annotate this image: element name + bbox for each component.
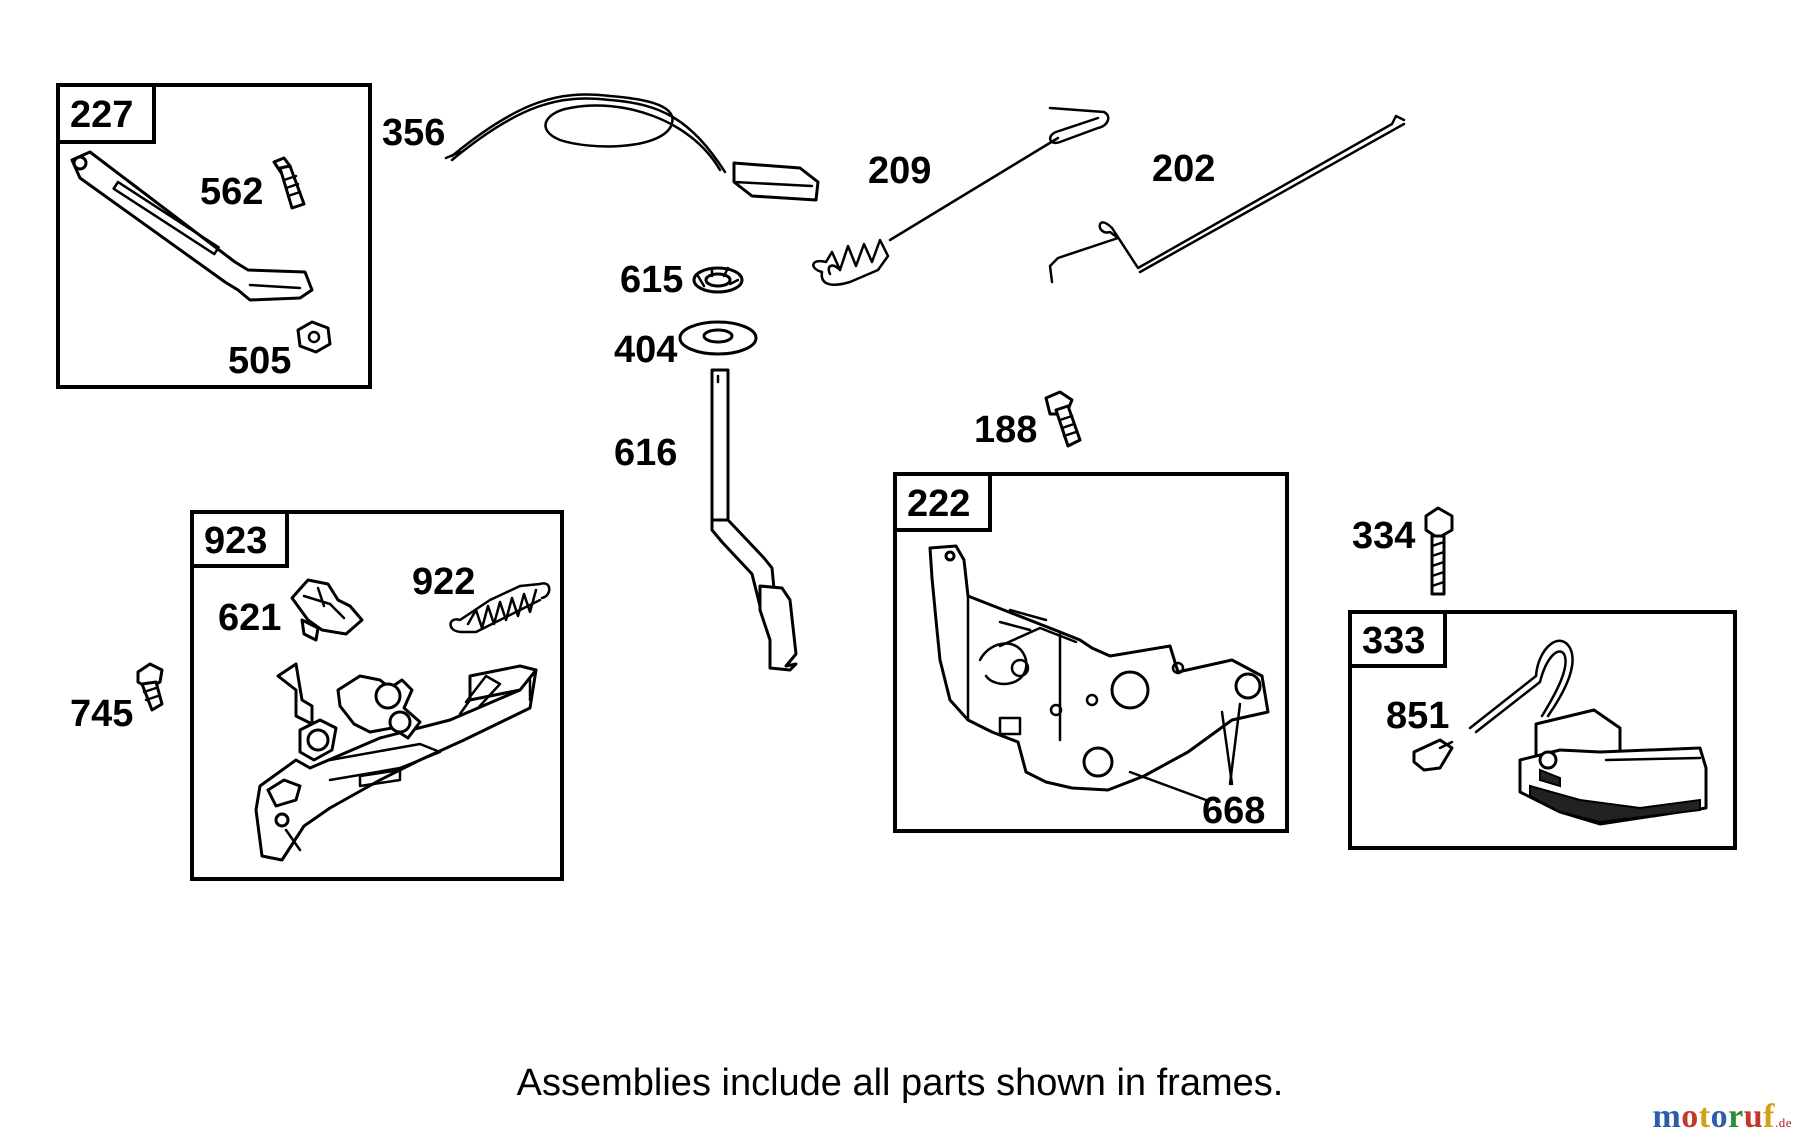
label-209: 209	[868, 150, 931, 192]
screw-562-part	[272, 156, 306, 210]
label-505: 505	[228, 340, 291, 382]
watermark-letter: r	[1728, 1098, 1744, 1135]
watermark-suffix: .de	[1774, 1115, 1792, 1130]
watermark-letter: m	[1652, 1098, 1682, 1135]
assemblies-note: Assemblies include all parts shown in fr…	[516, 1062, 1284, 1104]
label-668: 668	[1202, 790, 1265, 832]
label-334: 334	[1352, 515, 1415, 557]
bolt-334-part	[1424, 506, 1454, 596]
label-615: 615	[620, 259, 683, 301]
watermark-letter: t	[1698, 1098, 1711, 1135]
rod-202-part	[1048, 114, 1406, 284]
washer-404-part	[678, 320, 758, 356]
watermark-letter: u	[1743, 1098, 1764, 1135]
ignition-coil-part	[1468, 639, 1708, 826]
label-188: 188	[974, 409, 1037, 451]
clip-621-part	[290, 578, 364, 642]
label-621: 621	[218, 597, 281, 639]
label-851: 851	[1386, 695, 1449, 737]
screw-745-part	[136, 662, 164, 712]
clip-615-part	[692, 266, 744, 294]
shaft-616-part	[710, 368, 798, 672]
frame-222: 222 668	[893, 472, 1289, 833]
label-922: 922	[412, 561, 475, 603]
label-356: 356	[382, 112, 445, 154]
label-222: 222	[907, 483, 970, 525]
label-404: 404	[614, 329, 677, 371]
label-923: 923	[204, 520, 267, 562]
label-616: 616	[614, 432, 677, 474]
frame-333: 333 851	[1348, 610, 1737, 850]
label-562: 562	[200, 171, 263, 213]
spring-209-part	[812, 106, 1110, 286]
screw-188-part	[1044, 390, 1082, 448]
watermark-logo: motoruf.de	[1652, 1098, 1792, 1136]
wire-356-part	[444, 93, 820, 202]
label-333: 333	[1362, 620, 1425, 662]
governor-lever-part	[70, 150, 314, 302]
clip-851-part	[1412, 738, 1454, 772]
frame-227: 227 562 505	[56, 83, 372, 389]
frame-923: 923 621 922	[190, 510, 564, 881]
governor-control-part	[254, 662, 538, 862]
label-227: 227	[70, 94, 133, 136]
label-745: 745	[70, 693, 133, 735]
watermark-letter: o	[1710, 1098, 1729, 1135]
watermark-letter: f	[1763, 1098, 1775, 1135]
nut-505-part	[296, 320, 332, 354]
control-bracket-part	[928, 544, 1270, 802]
spring-922-part	[449, 582, 551, 634]
label-202: 202	[1152, 148, 1215, 190]
watermark-letter: o	[1681, 1098, 1699, 1135]
